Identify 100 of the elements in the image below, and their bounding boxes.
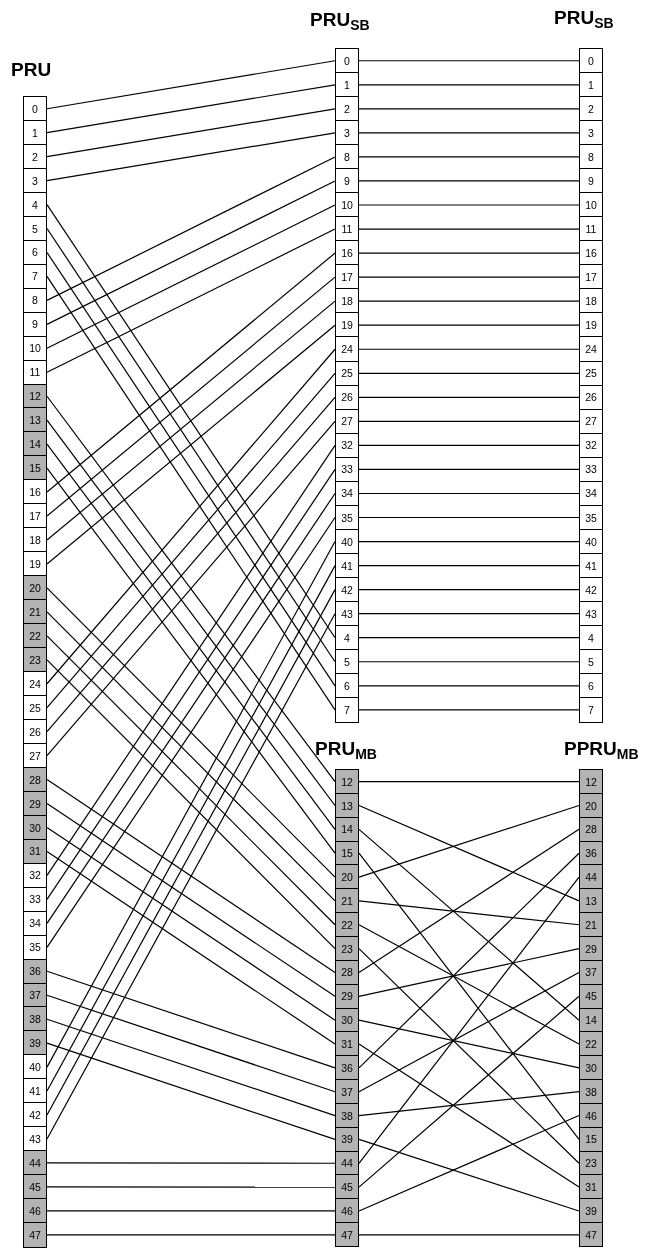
index-cell: 12 bbox=[579, 769, 603, 795]
index-cell: 44 bbox=[23, 1150, 47, 1176]
index-cell: 28 bbox=[23, 766, 47, 793]
connector-line bbox=[358, 876, 580, 1164]
index-cell: 11 bbox=[335, 216, 359, 242]
index-cell: 22 bbox=[579, 1031, 603, 1057]
connector-line bbox=[358, 900, 580, 926]
index-cell: 25 bbox=[23, 695, 47, 721]
connector-line bbox=[46, 252, 336, 493]
index-cell: 1 bbox=[579, 72, 603, 98]
index-cell: 36 bbox=[23, 958, 47, 984]
index-cell: 6 bbox=[23, 239, 47, 266]
index-cell: 22 bbox=[335, 912, 359, 938]
index-cell: 16 bbox=[23, 479, 47, 505]
connector-line bbox=[358, 661, 580, 663]
index-cell: 5 bbox=[335, 649, 359, 675]
connector-line bbox=[358, 852, 580, 1069]
index-cell: 0 bbox=[23, 96, 47, 122]
index-cell: 21 bbox=[23, 599, 47, 625]
index-cell: 2 bbox=[23, 143, 47, 170]
index-cell: 31 bbox=[23, 838, 47, 865]
index-cell: 3 bbox=[23, 167, 47, 194]
index-cell: 9 bbox=[579, 168, 603, 194]
connector-line bbox=[358, 1234, 580, 1236]
index-cell: 37 bbox=[335, 1079, 359, 1105]
index-cell: 10 bbox=[579, 192, 603, 218]
connector-line bbox=[358, 156, 580, 158]
connector-line bbox=[358, 828, 580, 1021]
index-cell: 45 bbox=[579, 983, 603, 1009]
connector-line bbox=[46, 1234, 336, 1236]
connector-line bbox=[358, 300, 580, 302]
connector-line bbox=[358, 228, 580, 230]
connector-line bbox=[358, 84, 580, 86]
index-cell: 24 bbox=[335, 336, 359, 362]
index-cell: 17 bbox=[23, 503, 47, 529]
index-cell: 11 bbox=[579, 216, 603, 242]
connector-line bbox=[358, 971, 580, 1093]
index-cell: 45 bbox=[23, 1174, 47, 1200]
index-cell: 37 bbox=[579, 959, 603, 986]
index-cell: 7 bbox=[335, 697, 359, 723]
index-cell: 47 bbox=[23, 1222, 47, 1248]
connector-line bbox=[46, 108, 336, 158]
connector-line bbox=[358, 492, 580, 495]
index-cell: 13 bbox=[579, 888, 603, 914]
index-cell: 3 bbox=[335, 120, 359, 146]
index-cell: 2 bbox=[335, 96, 359, 122]
index-cell: 12 bbox=[335, 769, 359, 795]
column-heading: PRU$_{SB}$ bbox=[554, 8, 614, 27]
connector-line bbox=[46, 84, 336, 134]
index-cell: 23 bbox=[23, 647, 47, 673]
index-cell: 27 bbox=[579, 408, 603, 435]
connector-line bbox=[46, 635, 336, 926]
index-cell: 35 bbox=[579, 504, 603, 531]
index-cell: 24 bbox=[23, 671, 47, 697]
index-cell: 33 bbox=[23, 886, 47, 913]
index-cell: 2 bbox=[579, 96, 603, 122]
connector-line bbox=[358, 276, 580, 278]
connector-line bbox=[358, 348, 580, 350]
index-cell: 11 bbox=[23, 359, 47, 385]
index-cell: 23 bbox=[335, 935, 359, 962]
index-cell: 39 bbox=[335, 1126, 359, 1153]
index-cell: 21 bbox=[335, 888, 359, 914]
connector-line bbox=[358, 948, 580, 1164]
connector-line bbox=[358, 252, 580, 254]
connector-line bbox=[358, 60, 580, 62]
index-cell: 1 bbox=[23, 119, 47, 146]
connector-line bbox=[46, 156, 336, 301]
index-cell: 36 bbox=[335, 1055, 359, 1081]
connector-line bbox=[358, 948, 580, 997]
index-cell: 45 bbox=[335, 1174, 359, 1200]
connector-line bbox=[46, 779, 336, 974]
connector-line bbox=[46, 587, 336, 878]
index-cell: 39 bbox=[579, 1198, 603, 1224]
index-cell: 13 bbox=[335, 792, 359, 819]
connector-line bbox=[46, 1042, 336, 1140]
index-cell: 38 bbox=[335, 1102, 359, 1129]
index-cell: 13 bbox=[23, 407, 47, 433]
connector-line bbox=[358, 828, 580, 974]
connector-line bbox=[46, 276, 336, 517]
connector-line bbox=[46, 324, 336, 565]
index-cell: 5 bbox=[579, 649, 603, 675]
connector-line bbox=[46, 60, 336, 110]
index-cell: 16 bbox=[579, 240, 603, 266]
index-cell: 46 bbox=[335, 1198, 359, 1224]
index-cell: 29 bbox=[579, 935, 603, 962]
index-cell: 10 bbox=[335, 192, 359, 218]
index-cell: 16 bbox=[335, 240, 359, 266]
index-cell: 17 bbox=[579, 264, 603, 290]
index-cell: 26 bbox=[23, 718, 47, 745]
index-cell: 34 bbox=[579, 480, 603, 507]
connector-line bbox=[358, 924, 580, 1045]
index-cell: 19 bbox=[23, 551, 47, 577]
index-cell: 7 bbox=[23, 263, 47, 290]
connector-line bbox=[358, 1043, 580, 1188]
index-cell: 27 bbox=[335, 408, 359, 435]
index-cell: 18 bbox=[579, 288, 603, 314]
connector-line bbox=[358, 132, 580, 134]
connector-line bbox=[358, 540, 580, 543]
connector-line bbox=[358, 1138, 580, 1212]
index-cell: 4 bbox=[579, 624, 603, 651]
